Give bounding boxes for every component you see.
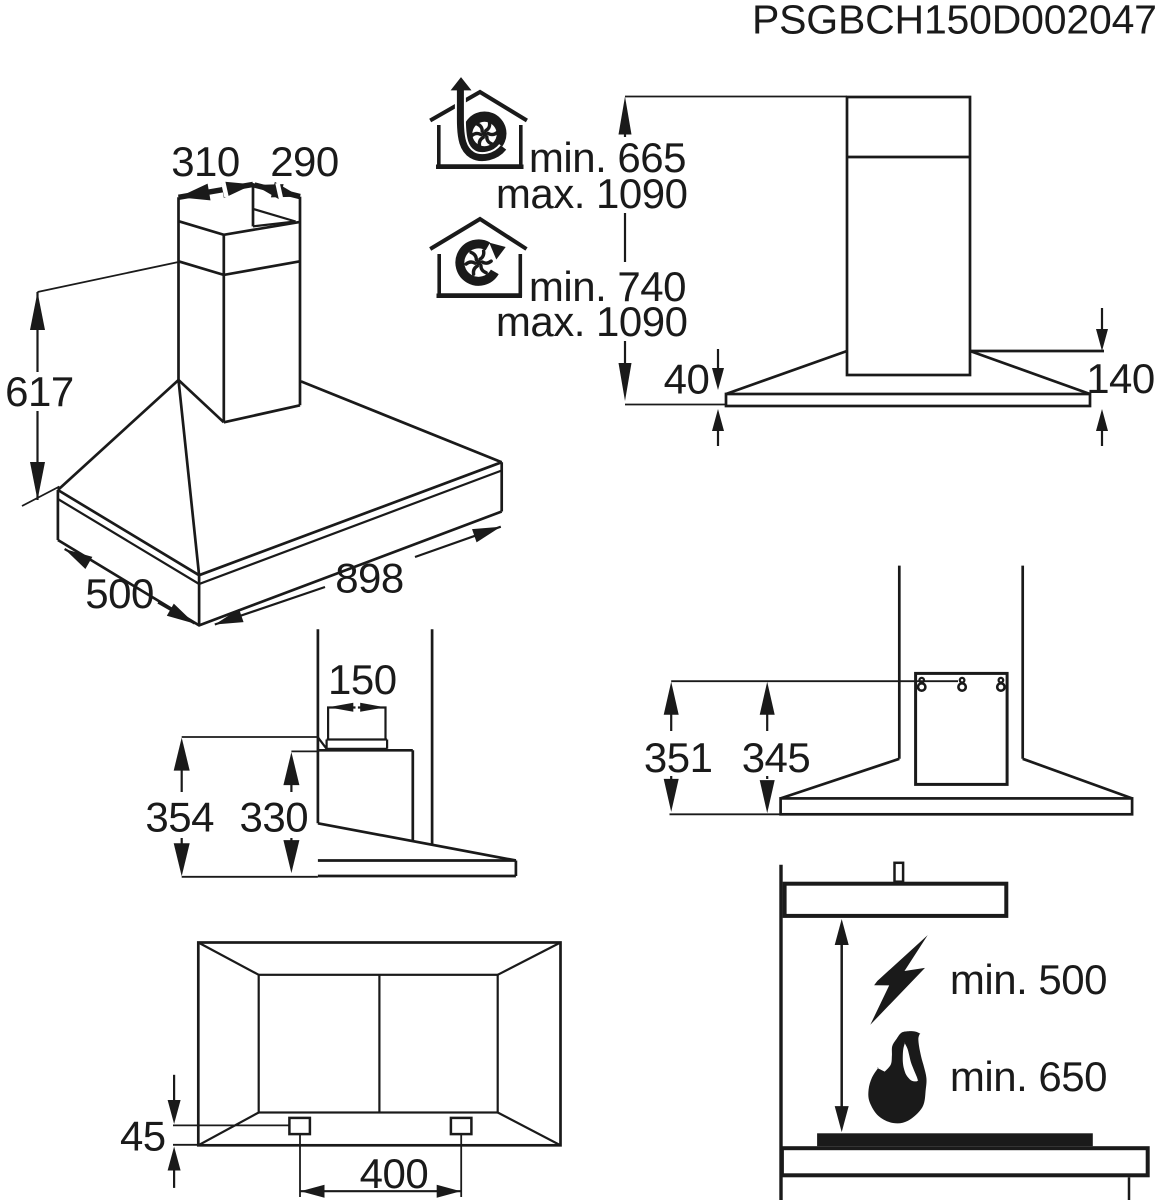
svg-text:min. 500: min. 500 [950, 956, 1107, 1003]
svg-text:354: 354 [145, 794, 214, 841]
svg-text:400: 400 [360, 1150, 429, 1197]
svg-text:45: 45 [120, 1113, 166, 1160]
svg-text:617: 617 [5, 368, 74, 415]
svg-text:PSGBCH150D002047: PSGBCH150D002047 [752, 0, 1157, 43]
svg-text:min. 740: min. 740 [529, 263, 686, 310]
svg-text:290: 290 [270, 138, 339, 185]
svg-text:max. 1090: max. 1090 [496, 298, 688, 345]
svg-text:min. 665: min. 665 [529, 134, 686, 181]
svg-text:310: 310 [171, 138, 240, 185]
svg-text:500: 500 [85, 570, 154, 617]
svg-text:345: 345 [742, 734, 811, 781]
svg-text:351: 351 [644, 734, 713, 781]
svg-text:min. 650: min. 650 [950, 1053, 1107, 1100]
svg-text:140: 140 [1086, 355, 1155, 402]
svg-text:max. 1090: max. 1090 [496, 170, 688, 217]
svg-text:898: 898 [335, 555, 404, 602]
svg-text:330: 330 [240, 794, 309, 841]
svg-text:150: 150 [328, 656, 397, 703]
svg-text:40: 40 [664, 356, 710, 403]
